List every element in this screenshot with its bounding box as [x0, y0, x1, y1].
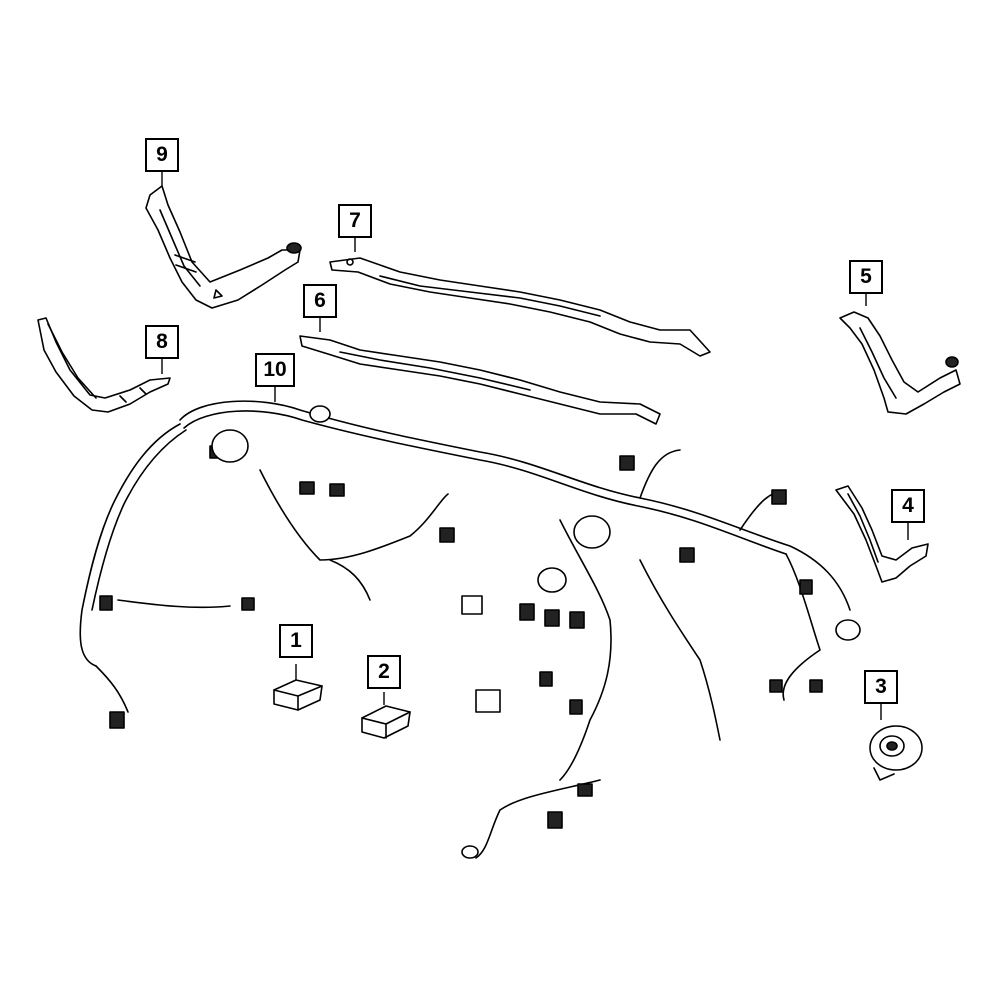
- part-3-clockspring: [869, 725, 923, 781]
- callout-9[interactable]: 9: [145, 138, 179, 172]
- part-4-right-trim: [835, 485, 929, 583]
- part-8-left-trim: [37, 317, 171, 413]
- part-9-bracket: [145, 185, 302, 309]
- callout-4[interactable]: 4: [891, 489, 925, 523]
- callout-6[interactable]: 6: [303, 284, 337, 318]
- leader-lines: [161, 172, 909, 720]
- callout-7[interactable]: 7: [338, 204, 372, 238]
- callout-5[interactable]: 5: [849, 260, 883, 294]
- part-2-module: [361, 705, 411, 739]
- part-5-bracket-right: [839, 311, 961, 415]
- callout-8[interactable]: 8: [145, 325, 179, 359]
- callout-10[interactable]: 10: [255, 353, 295, 387]
- callout-2[interactable]: 2: [367, 655, 401, 689]
- part-6-crossbar-lower: [299, 335, 661, 425]
- callout-3[interactable]: 3: [864, 670, 898, 704]
- part-7-crossbar-upper: [329, 257, 711, 357]
- callout-1[interactable]: 1: [279, 624, 313, 658]
- part-1-module: [273, 679, 323, 711]
- part-10-main-harness: [79, 400, 861, 859]
